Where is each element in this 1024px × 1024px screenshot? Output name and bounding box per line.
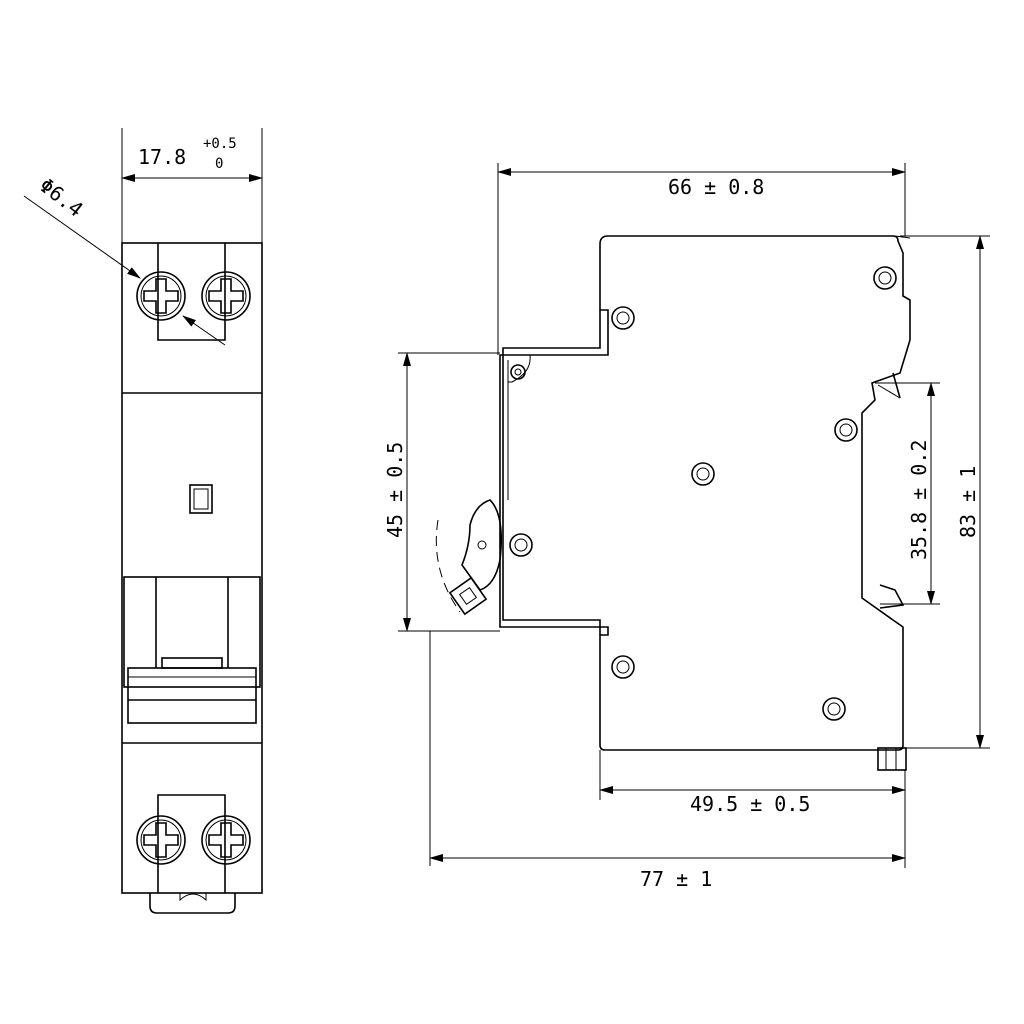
total-height-label: 83 ± 1: [956, 466, 980, 538]
top-length-label: 66 ± 0.8: [668, 175, 764, 199]
bottom-depth-label: 49.5 ± 0.5: [690, 792, 810, 816]
screw-dia-leader: [23, 195, 141, 279]
screw-top-right-icon: [201, 271, 251, 321]
rail-clip-lever: [461, 499, 503, 591]
rivet-icon: [509, 533, 533, 557]
rivet-icon: [691, 462, 715, 486]
width-tol-upper: +0.5: [203, 136, 237, 152]
screw-bottom-right-icon: [201, 815, 251, 865]
screw-bottom-left-icon: [136, 815, 186, 865]
width-dim-label: 17.8: [138, 145, 186, 169]
screw-top-left-icon: [136, 271, 186, 321]
rivet-icon: [611, 306, 635, 330]
total-depth-label: 77 ± 1: [640, 867, 712, 891]
left-height-label: 45 ± 0.5: [383, 442, 407, 538]
rivet-icon: [834, 418, 858, 442]
front-view: 17.8 +0.5 0 Φ6.4: [23, 128, 263, 914]
rail-height-label: 35.8 ± 0.2: [907, 440, 931, 560]
screw-dia-label: Φ6.4: [35, 173, 88, 222]
rivet-icon: [611, 655, 635, 679]
width-tol-lower: 0: [215, 156, 223, 172]
rivet-icon: [822, 697, 846, 721]
rivet-icon: [873, 266, 897, 290]
side-view: 66 ± 0.8 45 ± 0.5 35.8 ± 0.2 83 ± 1 49.5…: [383, 163, 990, 891]
